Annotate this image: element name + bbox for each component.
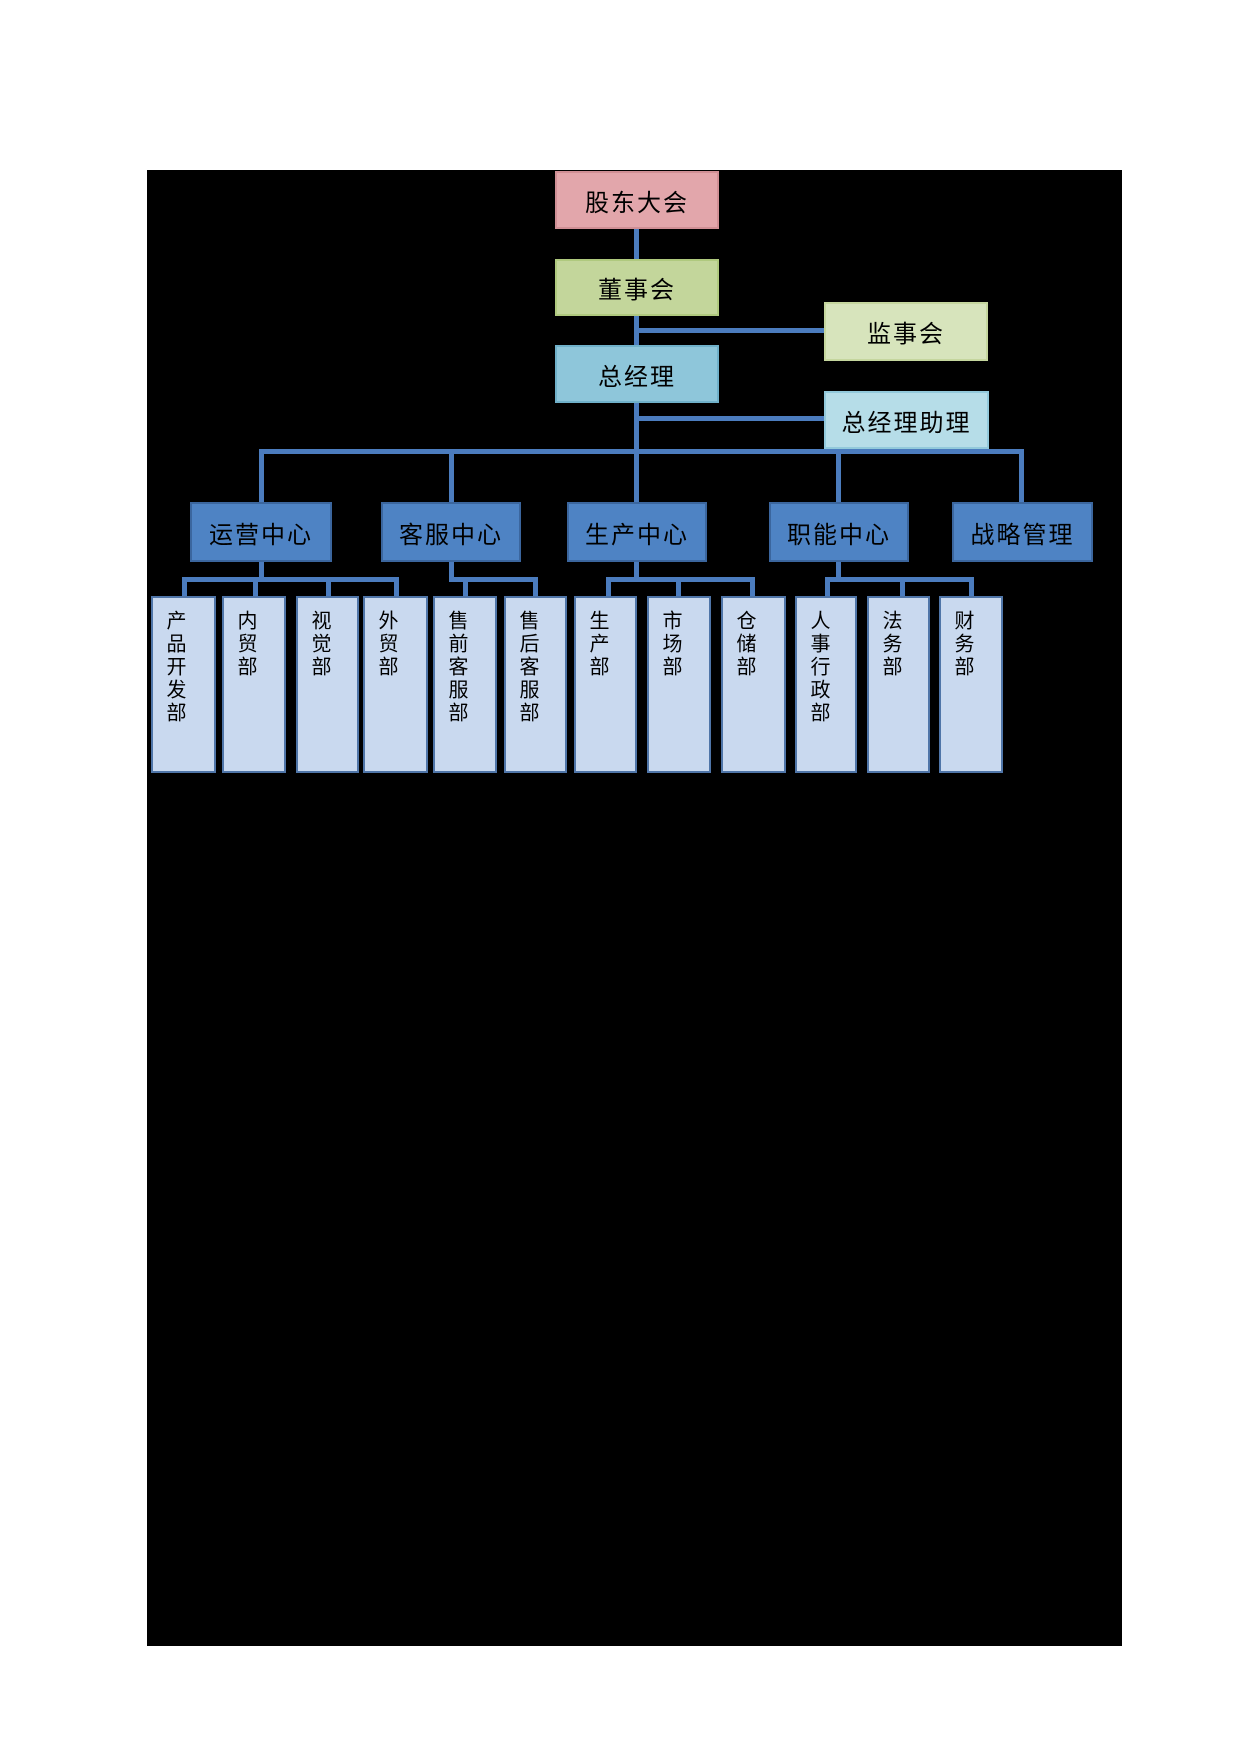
connector-line: [900, 577, 905, 597]
connector-line: [606, 577, 611, 597]
connector-line: [750, 577, 755, 597]
node-foreign-trade-dept: 外贸部: [363, 596, 428, 773]
connector-line: [969, 577, 974, 597]
connector-line: [253, 577, 258, 597]
connector-line: [326, 577, 331, 597]
connector-line: [449, 577, 538, 582]
connector-line: [634, 328, 824, 333]
connector-line: [182, 577, 399, 582]
node-finance-dept: 财务部: [939, 596, 1003, 773]
connector-line: [825, 577, 974, 582]
node-operations-center: 运营中心: [190, 502, 332, 562]
connector-line: [394, 577, 399, 597]
connector-line: [182, 577, 187, 597]
node-gm-assistant: 总经理助理: [824, 391, 989, 449]
connector-line: [449, 449, 454, 503]
node-presales-service-dept: 售前客服部: [433, 596, 497, 773]
connector-line: [449, 562, 454, 579]
connector-line: [259, 449, 1024, 454]
connector-line: [825, 577, 830, 597]
node-legal-dept: 法务部: [867, 596, 930, 773]
node-production-dept: 生产部: [574, 596, 637, 773]
node-visual-dept: 视觉部: [296, 596, 359, 773]
node-marketing-dept: 市场部: [647, 596, 711, 773]
connector-line: [836, 449, 841, 503]
connector-line: [634, 562, 639, 579]
node-domestic-trade-dept: 内贸部: [222, 596, 286, 773]
node-strategic-management: 战略管理: [952, 502, 1093, 562]
node-shareholders-meeting: 股东大会: [555, 171, 719, 229]
connector-line: [259, 562, 264, 579]
node-functional-center: 职能中心: [769, 502, 909, 562]
connector-line: [634, 416, 824, 421]
connector-line: [463, 577, 468, 597]
connector-line: [836, 562, 841, 579]
node-aftersales-service-dept: 售后客服部: [504, 596, 567, 773]
connector-line: [533, 577, 538, 597]
connector-line: [634, 229, 639, 260]
node-warehouse-dept: 仓储部: [721, 596, 786, 773]
node-customer-service-center: 客服中心: [381, 502, 521, 562]
node-hr-admin-dept: 人事行政部: [795, 596, 857, 773]
node-board-of-directors: 董事会: [555, 259, 719, 316]
connector-line: [676, 577, 681, 597]
connector-line: [1019, 449, 1024, 503]
node-production-center: 生产中心: [567, 502, 707, 562]
node-product-development-dept: 产品开发部: [151, 596, 216, 773]
node-supervisory-board: 监事会: [824, 302, 988, 361]
node-general-manager: 总经理: [555, 345, 719, 403]
connector-line: [259, 449, 264, 503]
